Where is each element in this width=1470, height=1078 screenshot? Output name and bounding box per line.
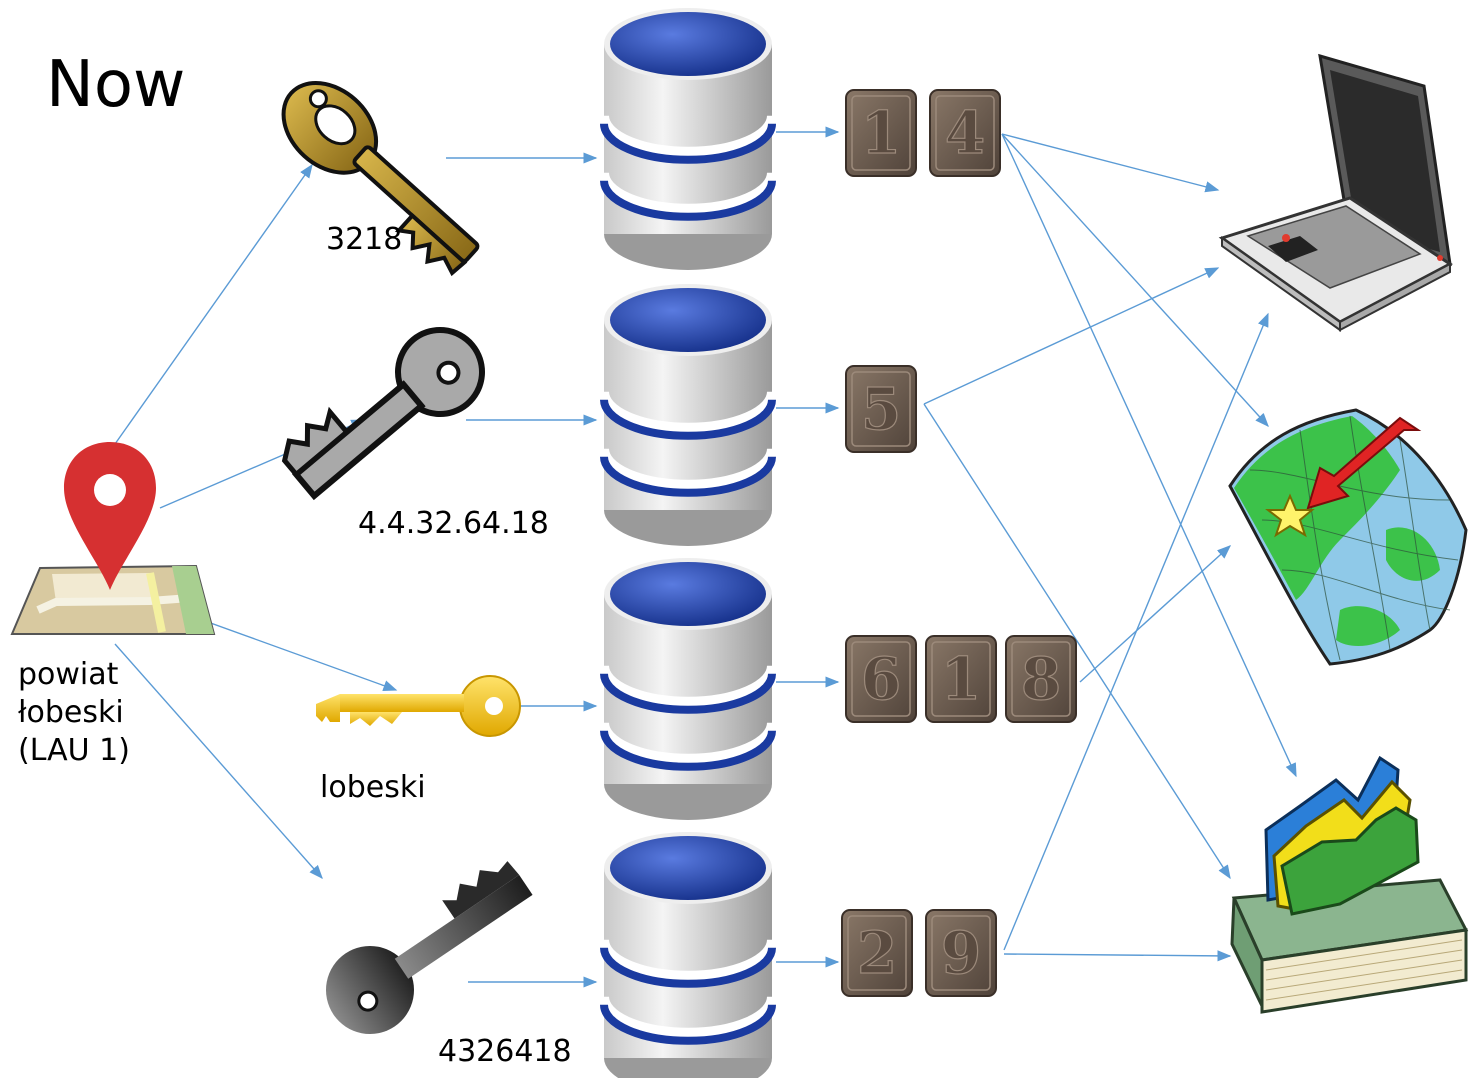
database-icon-2 [599,284,777,546]
arrow-t4-to-report [1003,950,1232,962]
gold-key-icon [281,81,480,277]
arrow-t4-to-laptop [1003,312,1269,951]
number-tile: 4 [929,89,1001,177]
tile-digit: 9 [941,919,981,987]
number-tile: 1 [845,89,917,177]
tile-digit: 6 [861,645,901,713]
region-label-line3: (LAU 1) [18,733,130,768]
key-label-1: 3218 [326,222,403,257]
tile-digit: 1 [861,99,901,167]
connector-arrows [114,126,1297,988]
region-label-line1: powiat [18,657,119,692]
number-tile: 8 [1005,635,1077,723]
database-icon-3 [599,558,777,820]
dark-key-icon [326,861,533,1034]
map-with-star-icon [1228,408,1468,666]
number-tile: 2 [841,909,913,997]
number-tile: 5 [845,365,917,453]
arrow-t3-to-map [1079,545,1232,683]
tile-digit: 1 [941,645,981,713]
key-label-2: 4.4.32.64.18 [358,506,549,541]
arrow-t1-to-map [1001,133,1269,428]
yellow-key-icon [316,675,521,737]
arrow-t2-to-laptop [923,267,1220,405]
database-icon-4 [599,832,777,1078]
arrow-t1-to-report [1001,133,1297,778]
region-map-pin-icon [10,442,216,635]
laptop-icon [1218,53,1453,332]
arrow-pin-to-key1 [114,163,313,445]
page-title: Now [46,48,186,122]
region-label-line2: łobeski [18,695,124,730]
tile-digit: 2 [857,919,897,987]
database-icon-1 [599,8,777,270]
gray-key-icon [281,327,485,501]
chart-book-icon [1230,755,1469,1014]
number-tile: 6 [845,635,917,723]
number-tile: 9 [925,909,997,997]
key-label-3: lobeski [320,770,426,805]
tile-digit: 8 [1021,645,1061,713]
arrow-t2-to-report [923,403,1231,880]
arrow-t1-to-laptop [1001,133,1220,193]
region-label: powiat łobeski (LAU 1) [18,656,130,770]
tile-group-2: 5 [845,365,917,453]
key-label-4: 4326418 [438,1034,572,1069]
tile-digit: 5 [861,375,901,443]
arrow-pin-to-key4 [114,643,323,880]
number-tile: 1 [925,635,997,723]
tile-digit: 4 [945,99,985,167]
